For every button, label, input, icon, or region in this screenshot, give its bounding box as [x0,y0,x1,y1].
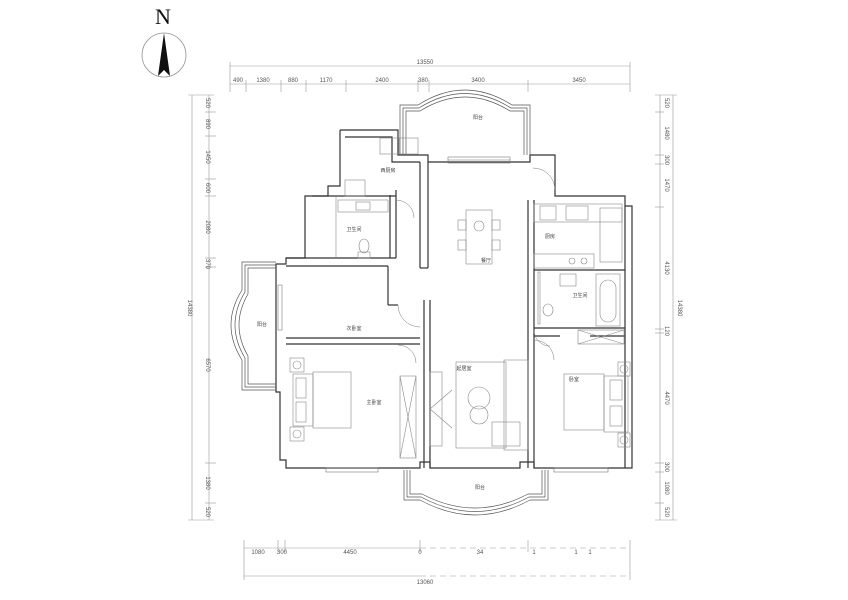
dim-right-seg: 520 [663,507,669,518]
south-balcony [403,470,549,516]
dim-left-seg: 890 [204,119,210,130]
north-arrow-icon [158,33,170,76]
dim-bottom-seg: 1 [574,550,578,556]
dim-bottom-total: 13060 [417,580,434,586]
dim-left-seg: 1380 [204,476,210,490]
dimension-top [229,62,631,92]
dim-top-total: 13550 [417,60,434,66]
dim-right-seg: 1470 [663,178,669,192]
room-label-bedroom-east: 卧室 [569,376,579,383]
compass-north-label: N [155,4,171,29]
dim-right-seg: 520 [663,98,669,109]
west-bathroom-fixtures [335,196,389,259]
west-kitchen-fixtures [344,137,419,197]
dim-left-seg: 6570 [204,358,210,372]
room-label-north-balcony: 阳台 [473,114,483,121]
room-label-living-room: 起居室 [456,365,471,372]
dim-bottom-seg: 1080 [251,550,265,556]
dining-table [457,209,501,265]
dim-top-seg: 3400 [471,78,485,84]
room-label-dining: 餐厅 [481,257,491,264]
dim-right-seg: 300 [663,155,669,166]
dim-left-seg: 2080 [204,220,210,234]
master-bedroom-fixtures [289,357,417,459]
north-balcony [399,89,531,155]
room-label-master-bedroom: 主卧室 [366,399,381,406]
room-label-south-balcony: 阳台 [475,484,485,491]
dim-right-seg: 4470 [663,391,669,405]
dim-left-seg: 520 [204,507,210,518]
dim-top-seg: 490 [233,78,244,84]
walls [275,129,633,469]
dim-top-seg: 380 [418,78,429,84]
dim-bottom-seg: 300 [277,550,288,556]
kitchen-fixtures [533,203,623,269]
dim-right-seg: 1480 [663,126,669,140]
dimension-left [188,94,216,521]
west-balcony [230,261,276,391]
dim-left-seg: 1450 [204,150,210,164]
dim-left-seg: 370 [204,259,210,270]
compass: N [141,4,187,78]
room-label-secondary-bedroom: 次卧室 [346,325,361,332]
dim-right-seg: 120 [663,326,669,337]
east-bathroom-fixtures [537,271,625,345]
dim-top-seg: 880 [288,78,299,84]
room-label-kitchen: 厨房 [545,233,555,240]
east-bedroom-fixtures [563,361,631,448]
dim-top-seg: 2400 [375,78,389,84]
dim-bottom-seg: 4450 [343,550,357,556]
dim-top-seg: 1380 [256,78,270,84]
room-label-bathroom-west: 卫生间 [346,226,361,233]
dim-bottom-seg: 34 [477,550,484,556]
dimension-right [655,94,677,521]
room-label-west-balcony: 阳台 [257,321,267,328]
room-label-bathroom-east: 卫生间 [572,292,587,299]
door-swings [395,167,556,364]
room-label-west-kitchen: 西厨房 [380,167,395,174]
windows [277,156,609,473]
dimension-bottom [243,540,631,580]
dim-bottom-seg: 0 [418,550,422,556]
dim-top-seg: 3450 [572,78,586,84]
living-room-fixtures [429,359,529,451]
dim-left-seg: 600 [204,183,210,194]
dim-bottom-seg: 1 [532,550,536,556]
dim-right-total: 14380 [676,300,682,317]
dim-left-total: 14380 [186,300,192,317]
dim-right-seg: 1080 [663,481,669,495]
dim-right-seg: 300 [663,462,669,473]
dim-left-seg: 520 [204,98,210,109]
dim-right-seg: 4130 [663,261,669,275]
dim-top-seg: 1170 [320,78,334,84]
dim-bottom-seg: 1 [588,550,592,556]
